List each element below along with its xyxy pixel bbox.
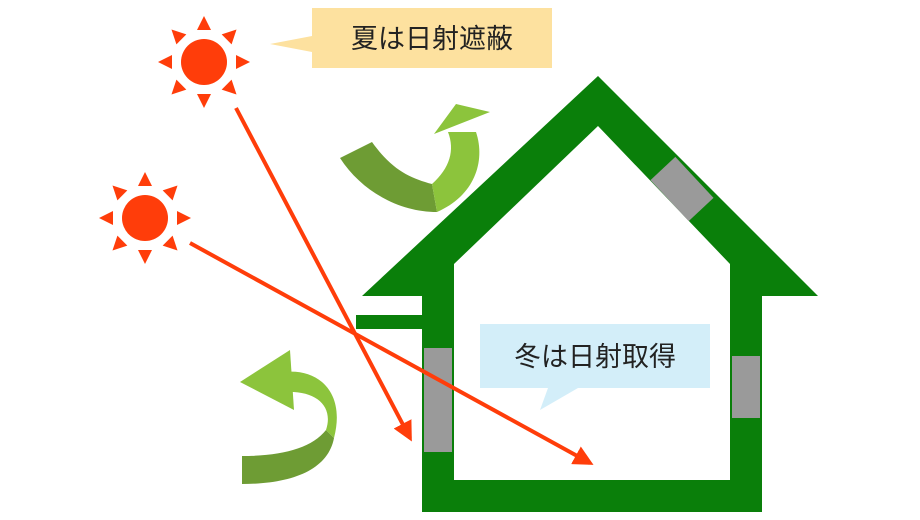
curved-arrow-back-icon [240, 350, 337, 484]
house [356, 76, 818, 512]
winter-sun-icon [99, 172, 191, 264]
curved-arrow-up-icon [340, 104, 490, 212]
summer-sun-icon [158, 16, 250, 108]
winter-label: 冬は日射取得 [480, 324, 710, 410]
window-left [424, 348, 452, 452]
window-right [732, 356, 760, 418]
eave-overhang [356, 315, 422, 329]
summer-label: 夏は日射遮蔽 [270, 8, 552, 68]
winter-sun-ray [189, 241, 594, 465]
winter-label-text: 冬は日射取得 [514, 342, 676, 373]
house-wall [362, 76, 818, 512]
summer-label-text: 夏は日射遮蔽 [351, 24, 513, 55]
window-roof [650, 156, 714, 222]
summer-sun-ray [234, 107, 412, 442]
